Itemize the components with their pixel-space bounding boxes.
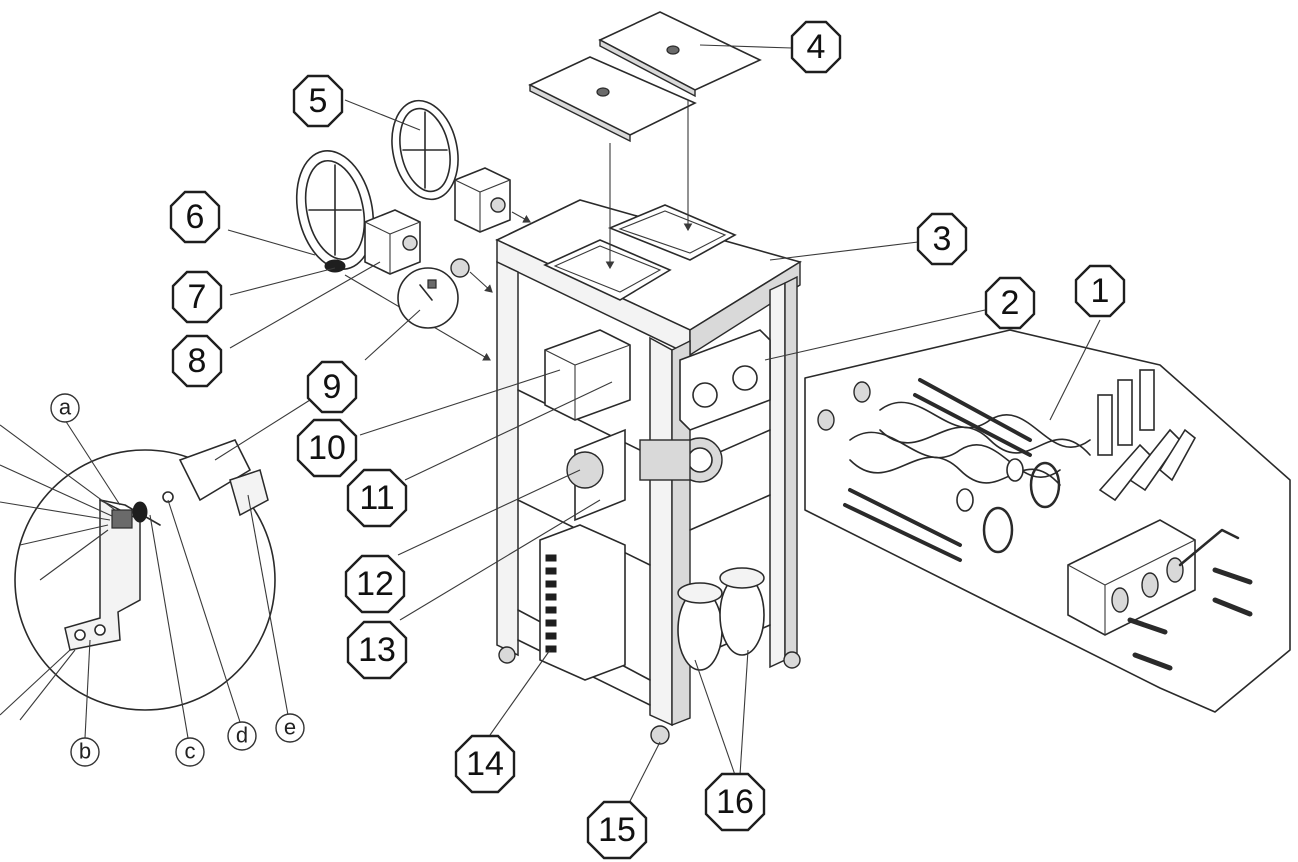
callout-2: 2 — [984, 276, 1036, 330]
callout-15: 15 — [586, 800, 648, 860]
condenser-fins — [545, 554, 557, 653]
callout-8: 8 — [171, 334, 223, 388]
svg-text:c: c — [185, 739, 196, 764]
detail-label-a: a — [50, 393, 80, 423]
detail-label-d: d — [227, 721, 257, 751]
callout-9: 9 — [306, 360, 358, 414]
detail-circle-bracket — [0, 424, 276, 721]
svg-text:d: d — [236, 723, 248, 748]
svg-text:14: 14 — [466, 745, 504, 783]
svg-text:1: 1 — [1091, 272, 1110, 310]
detail-label-c: c — [175, 737, 205, 767]
svg-text:e: e — [284, 715, 296, 740]
svg-text:2: 2 — [1001, 284, 1020, 322]
svg-text:15: 15 — [598, 811, 636, 849]
svg-text:5: 5 — [309, 82, 328, 120]
callout-3: 3 — [916, 212, 968, 266]
detail-label-b: b — [70, 737, 100, 767]
svg-text:3: 3 — [933, 220, 952, 258]
callout-16: 16 — [704, 772, 766, 832]
cabinet-frame — [495, 199, 802, 745]
callout-13: 13 — [346, 620, 408, 680]
hopper-lids — [528, 11, 762, 270]
svg-text:11: 11 — [359, 479, 394, 517]
callout-7: 7 — [171, 270, 223, 324]
leader-lines — [64, 44, 1101, 806]
svg-text:12: 12 — [356, 565, 394, 603]
svg-text:10: 10 — [308, 429, 346, 467]
svg-text:9: 9 — [323, 368, 342, 406]
callout-5: 5 — [292, 74, 344, 128]
callout-6: 6 — [169, 190, 221, 244]
svg-text:6: 6 — [186, 198, 205, 236]
callout-10: 10 — [296, 418, 358, 478]
callout-14: 14 — [454, 734, 516, 794]
svg-text:a: a — [59, 395, 72, 420]
svg-text:b: b — [79, 739, 91, 764]
callout-1: 1 — [1074, 264, 1126, 318]
svg-text:7: 7 — [188, 278, 207, 316]
svg-text:8: 8 — [188, 342, 207, 380]
svg-text:16: 16 — [716, 783, 754, 821]
callout-11: 11 — [346, 468, 408, 528]
svg-text:4: 4 — [807, 28, 826, 66]
svg-text:13: 13 — [358, 631, 396, 669]
callout-12: 12 — [344, 554, 406, 614]
detail-label-e: e — [275, 713, 305, 743]
callout-4: 4 — [790, 20, 842, 74]
beater-exploded-view — [804, 329, 1291, 713]
